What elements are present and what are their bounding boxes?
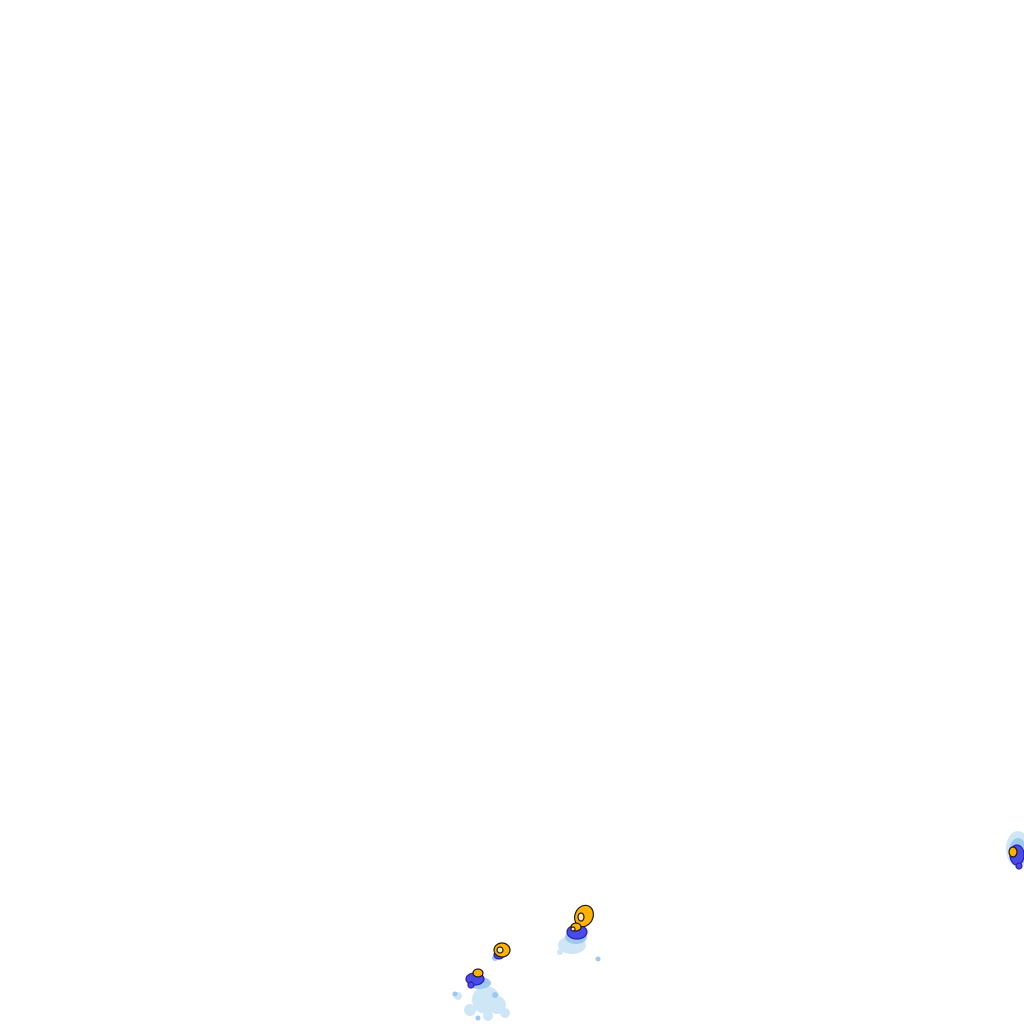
precip-blob (475, 1015, 481, 1021)
precip-blob (496, 946, 504, 954)
rain-cell-a (452, 968, 510, 1021)
precip-blob (570, 926, 576, 932)
precip-blob (577, 912, 585, 922)
rain-cell-a-intense (472, 968, 484, 978)
precip-blob (595, 956, 601, 962)
rain-cell-d-intense (1008, 846, 1018, 858)
rain-cell-d (1006, 831, 1024, 870)
rain-cell-b-core (496, 946, 504, 954)
precip-blob (472, 968, 484, 978)
precip-blob (1008, 846, 1018, 858)
precip-blob (500, 1008, 510, 1018)
rain-cell-b (492, 942, 511, 961)
precip-blob (492, 992, 498, 998)
rain-cell-c (557, 904, 601, 962)
precip-blob (452, 991, 458, 997)
precip-blob (464, 1004, 476, 1016)
rain-cell-c-core (570, 912, 585, 932)
precip-blob (467, 981, 475, 989)
precip-blob (1015, 862, 1023, 870)
precip-blob (483, 1011, 493, 1021)
precip-blob (557, 949, 563, 955)
